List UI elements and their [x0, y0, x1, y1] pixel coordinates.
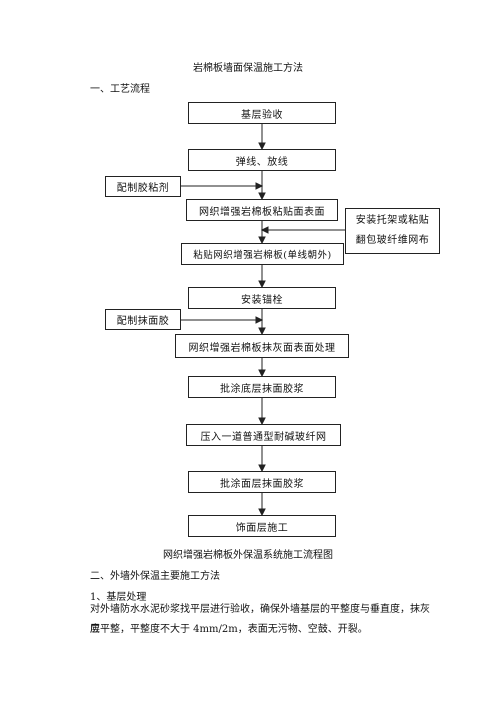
flow-side-install-bracket-line1: 安装托架或粘贴 — [355, 215, 430, 226]
flow-step-install-anchors: 安装锚栓 — [188, 287, 336, 309]
flow-step-finish-layer: 饰面层施工 — [188, 515, 336, 537]
paragraph-line-2: 应平整，平整度不大于 4mm/2m，表面无污物、空鼓、开裂。 — [90, 624, 368, 635]
paragraph-line-1: 对外墙防水水泥砂浆找平层进行验收，确保外墙基层的平整度与垂直度，抹灰层 — [90, 604, 430, 635]
flow-step-top-mortar: 批涂面层抹面胶浆 — [188, 471, 336, 493]
flow-step-paste-board: 粘贴网织增强岩棉板(单线朝外) — [181, 243, 344, 265]
flowchart-caption: 网织增强岩棉板外保温系统施工流程图 — [163, 550, 333, 561]
flow-side-prepare-plaster: 配制抹面胶 — [105, 309, 181, 330]
flow-step-base-acceptance: 基层验收 — [188, 102, 336, 124]
section-heading-process: 一、工艺流程 — [90, 84, 150, 95]
flow-step-plaster-surface-treatment: 网织增强岩棉板抹灰面表面处理 — [175, 334, 349, 358]
section-heading-methods: 二、外墙外保温主要施工方法 — [90, 571, 220, 582]
flow-side-install-bracket-line2: 翻包玻纤维网布 — [355, 235, 430, 246]
flow-side-install-bracket: 安装托架或粘贴 翻包玻纤维网布 — [345, 208, 440, 254]
flow-step-base-mortar: 批涂底层抹面胶浆 — [188, 376, 336, 398]
flow-step-line-marking: 弹线、放线 — [188, 149, 336, 171]
subsection-heading-base: 1、基层处理 — [90, 592, 147, 603]
flow-side-prepare-adhesive: 配制胶粘剂 — [105, 176, 181, 197]
flow-step-press-mesh: 压入一道普通型耐碱玻纤网 — [186, 424, 341, 446]
flow-step-board-bonding-surface: 网织增强岩棉板粘贴面表面 — [186, 199, 338, 221]
document-title: 岩棉板墙面保温施工方法 — [193, 63, 303, 74]
